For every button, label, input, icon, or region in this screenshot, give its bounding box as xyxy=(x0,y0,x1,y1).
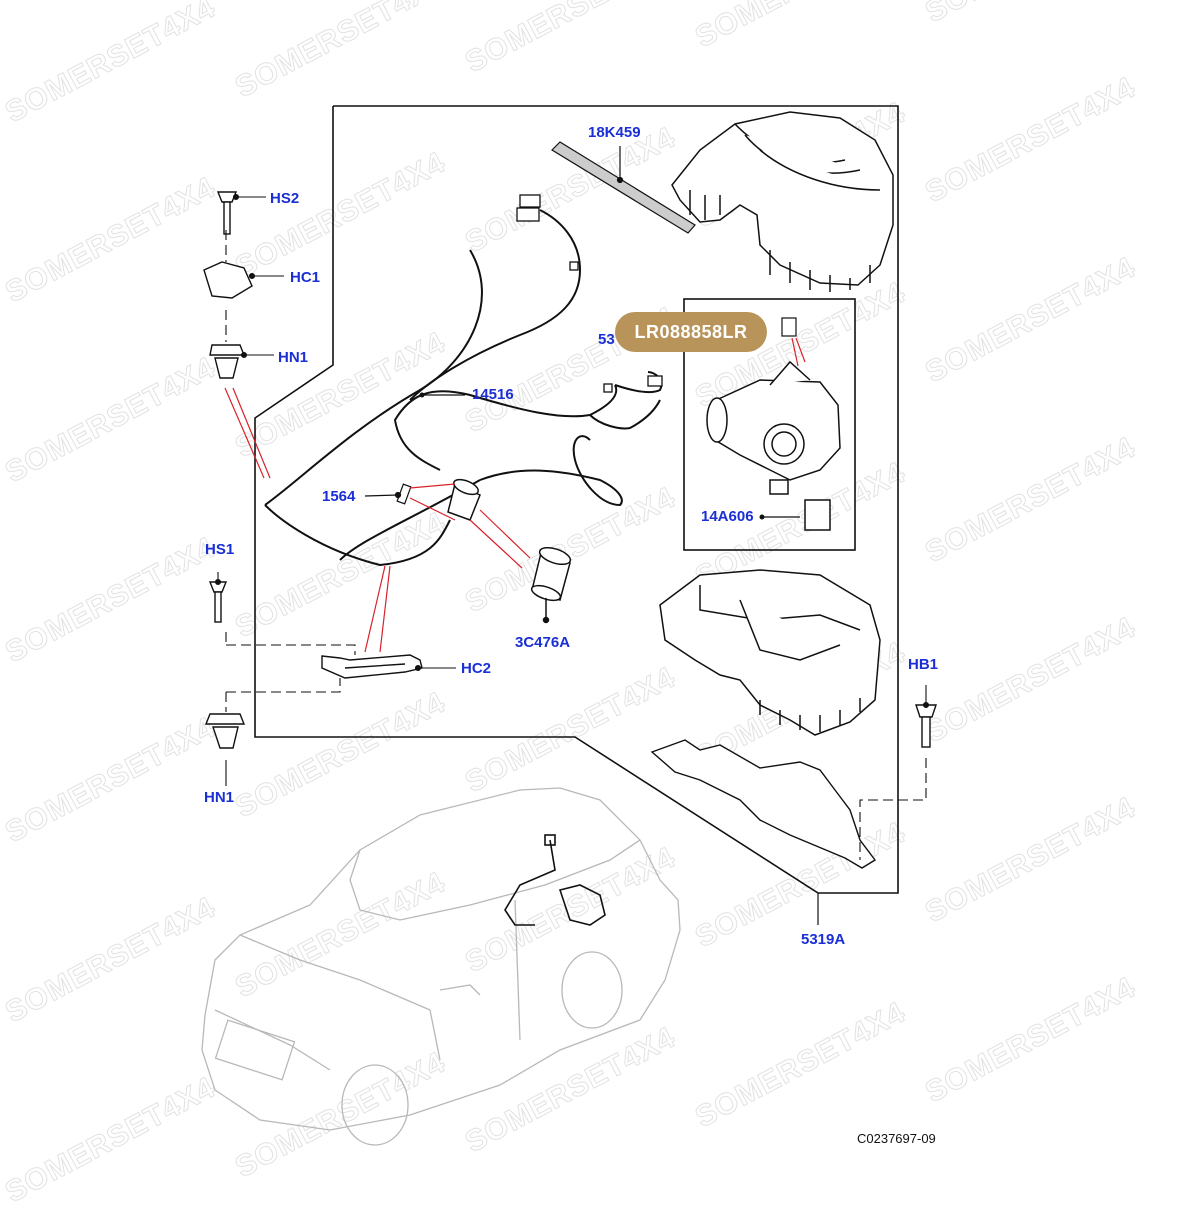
callout-HC1: HC1 xyxy=(290,269,321,286)
callout-5319A: 5319A xyxy=(801,931,846,948)
callout-14A606: 14A606 xyxy=(701,508,754,525)
callout-HN1-top: HN1 xyxy=(278,349,309,366)
highlight-part-number-badge[interactable]: LR088858LR xyxy=(615,312,767,352)
bracket-5319A xyxy=(650,739,877,869)
vehicle-harness xyxy=(504,834,606,926)
lower-cover xyxy=(659,569,881,736)
left-fasteners xyxy=(203,191,937,749)
upper-cover xyxy=(671,111,894,292)
fitting-1564 xyxy=(364,483,412,505)
harness-dot xyxy=(419,392,425,398)
assembly-frame xyxy=(254,105,899,894)
callout-3C476A: 3C476A xyxy=(515,634,571,651)
callout-5319-partial: 53 xyxy=(598,331,615,348)
foam-strip xyxy=(551,141,696,234)
callout-HS1: HS1 xyxy=(205,541,235,558)
callout-14516: 14516 xyxy=(472,386,514,403)
callout-1564: 1564 xyxy=(322,488,356,505)
filter-3C476A xyxy=(447,478,572,624)
callout-HB1: HB1 xyxy=(908,656,939,673)
compressor-sensor xyxy=(781,317,797,337)
harness-14516 xyxy=(264,209,663,567)
callout-HN1-bottom: HN1 xyxy=(204,789,235,806)
callout-18K459: 18K459 xyxy=(588,124,641,141)
clip-HC2 xyxy=(321,654,423,679)
compressor-frame xyxy=(683,298,856,551)
figure-id: C0237697-09 xyxy=(857,1131,936,1146)
compressor xyxy=(706,360,841,531)
callout-HC2: HC2 xyxy=(461,660,492,677)
vehicle-outline xyxy=(201,787,681,1146)
harness-connectors xyxy=(516,194,663,393)
callout-HS2: HS2 xyxy=(270,190,300,207)
